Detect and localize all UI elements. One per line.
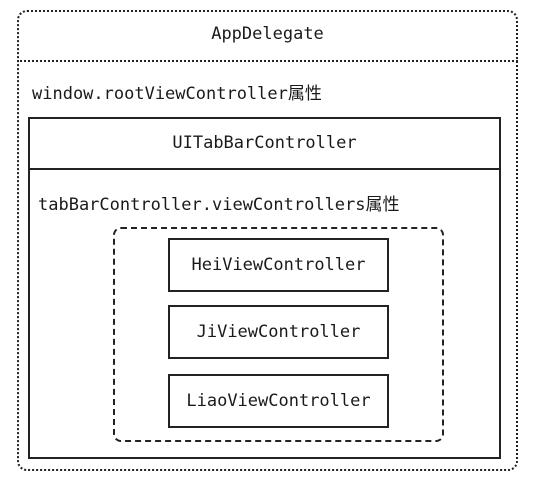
window-root-view-controller-label: window.rootViewController属性	[32, 84, 322, 104]
tab-bar-controller-box	[28, 117, 501, 459]
view-controllers-property-label: tabBarController.viewControllers属性	[38, 195, 400, 215]
app-delegate-divider	[17, 60, 518, 62]
tab-bar-controller-divider	[28, 168, 501, 170]
app-delegate-title: AppDelegate	[211, 24, 324, 44]
ji-view-controller-box: JiViewController	[168, 305, 389, 359]
app-delegate-box	[17, 10, 518, 471]
tab-bar-controller-title: UITabBarController	[172, 133, 357, 153]
liao-view-controller-box: LiaoViewController	[168, 374, 389, 428]
hei-view-controller-box: HeiViewController	[168, 238, 389, 292]
view-controllers-group	[113, 227, 444, 442]
